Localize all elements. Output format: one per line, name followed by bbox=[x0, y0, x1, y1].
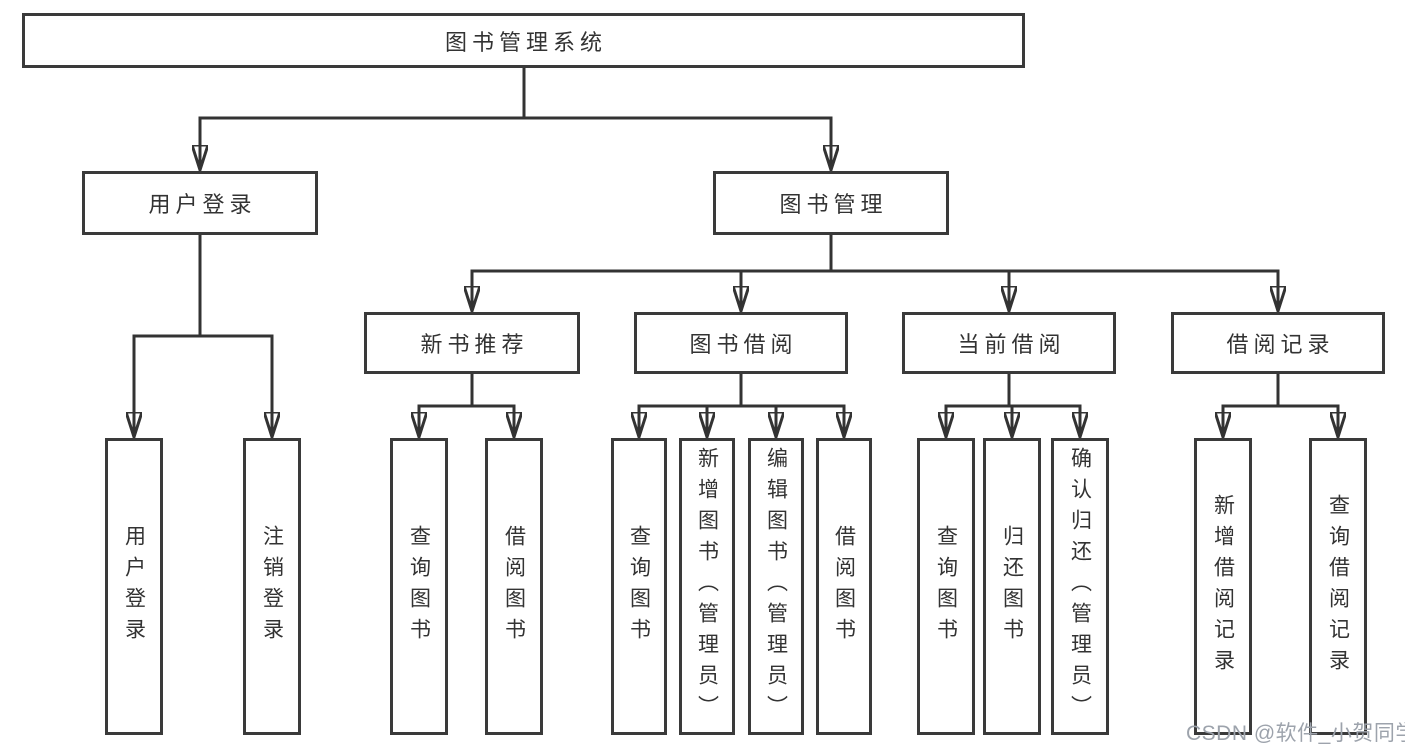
leaf-recommend-query-book: 查询图书 bbox=[390, 438, 448, 735]
node-borrow-record: 借阅记录 bbox=[1171, 312, 1385, 374]
node-book-borrow: 图书借阅 bbox=[634, 312, 848, 374]
leaf-borrow-query-book: 查询图书 bbox=[611, 438, 667, 735]
node-new-book-recommend: 新书推荐 bbox=[364, 312, 580, 374]
connector-current-borrow-children bbox=[946, 374, 1080, 437]
node-library-system: 图书管理系统 bbox=[22, 13, 1025, 68]
leaf-record-query-borrow-record: 查询借阅记录 bbox=[1309, 438, 1367, 735]
node-current-borrow: 当前借阅 bbox=[902, 312, 1116, 374]
connector-book-borrow-children bbox=[639, 374, 844, 437]
connector-borrow-record-children bbox=[1223, 374, 1338, 437]
leaf-logout: 注销登录 bbox=[243, 438, 301, 735]
leaf-borrow-edit-book-admin: 编辑图书（管理员） bbox=[748, 438, 804, 735]
leaf-current-confirm-return-admin: 确认归还（管理员） bbox=[1051, 438, 1109, 735]
node-user-login: 用户登录 bbox=[82, 171, 318, 235]
leaf-user-login: 用户登录 bbox=[105, 438, 163, 735]
leaf-recommend-borrow-book: 借阅图书 bbox=[485, 438, 543, 735]
leaf-current-query-book: 查询图书 bbox=[917, 438, 975, 735]
connector-book-mgmt-to-level3 bbox=[472, 235, 1278, 311]
watermark: CSDN @软件_小贺同学 bbox=[1186, 722, 1405, 745]
connector-new-book-children bbox=[419, 374, 514, 437]
leaf-borrow-add-book-admin: 新增图书（管理员） bbox=[679, 438, 735, 735]
connector-user-login-children bbox=[134, 235, 272, 437]
node-book-management: 图书管理 bbox=[713, 171, 949, 235]
leaf-borrow-borrow-book: 借阅图书 bbox=[816, 438, 872, 735]
leaf-record-add-borrow-record: 新增借阅记录 bbox=[1194, 438, 1252, 735]
connector-root-to-level2 bbox=[200, 68, 831, 170]
leaf-current-return-book: 归还图书 bbox=[983, 438, 1041, 735]
